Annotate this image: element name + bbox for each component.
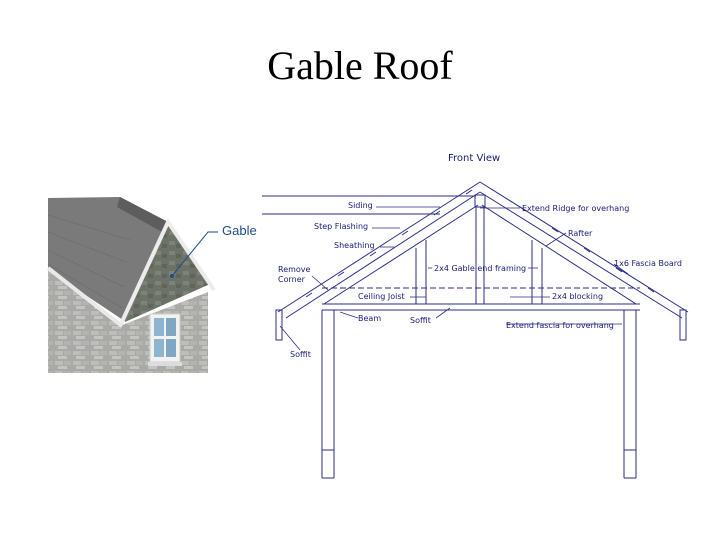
fascia xyxy=(118,217,216,327)
gable-label: Gable xyxy=(222,223,257,238)
label-extend-ridge: Extend Ridge for overhang xyxy=(522,204,629,213)
gable-triangle xyxy=(125,222,210,322)
label-ceiling-joist: Ceiling Joist xyxy=(358,292,405,301)
label-soffit-center: Soffit xyxy=(410,316,431,325)
diagram-header: Front View xyxy=(448,153,500,164)
label-blocking: 2x4 blocking xyxy=(552,292,603,301)
house-side-wall xyxy=(48,270,122,373)
slide-title: Gable Roof xyxy=(267,43,453,88)
label-gable-framing: 2x4 Gable end framing xyxy=(434,264,526,273)
label-siding: Siding xyxy=(348,201,373,210)
label-soffit-left: Soffit xyxy=(290,350,311,359)
label-sheathing: Sheathing xyxy=(334,241,375,250)
label-beam: Beam xyxy=(358,314,381,323)
label-remove: Remove xyxy=(278,265,311,274)
label-step-flashing: Step Flashing xyxy=(314,222,368,231)
label-fascia-board: 1x6 Fascia Board xyxy=(614,259,682,268)
gable-pointer xyxy=(171,231,218,277)
label-extend-fascia: Extend fascia for overhang xyxy=(506,321,614,330)
label-rafter: Rafter xyxy=(568,229,593,238)
label-corner: Corner xyxy=(278,275,306,284)
